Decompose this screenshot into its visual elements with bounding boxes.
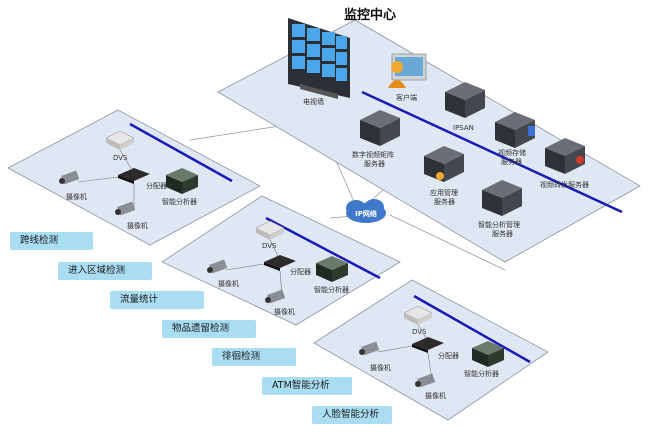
feature-object-left: 物品遗留检测 xyxy=(162,320,256,338)
site-2-camera1-label: 摄像机 xyxy=(218,279,239,288)
site-2-bus xyxy=(265,216,381,280)
ipsan-icon xyxy=(445,82,485,118)
site-1-analyzer-icon xyxy=(166,168,198,194)
site-3-camera1-icon xyxy=(359,341,380,356)
site-3-splitter-label: 分配器 xyxy=(438,351,459,360)
site-3-splitter-icon xyxy=(412,337,444,353)
site-2-dvs-label: DVS xyxy=(262,242,277,250)
feature-face: 人脸智能分析 xyxy=(312,406,392,424)
forward-server-label: 视频转发服务器 xyxy=(540,180,589,189)
video-wall-label: 电视墙 xyxy=(303,97,324,106)
feature-cross-line: 跨线检测 xyxy=(10,232,93,250)
storage-label-1: 视频存储 xyxy=(498,148,526,157)
app-mgmt-label-2: 服务器 xyxy=(434,197,455,206)
site-2-splitter-icon xyxy=(264,255,296,271)
site-3-camera2-label: 摄像机 xyxy=(425,391,446,400)
link-site3-network xyxy=(389,214,506,271)
site-3-dvs-icon xyxy=(403,305,433,325)
feature-atm: ATM智能分析 xyxy=(262,377,352,395)
site-1-camera1-label: 摄像机 xyxy=(66,192,87,201)
site-2-camera1-icon xyxy=(207,259,228,274)
site-2-camera2-icon xyxy=(265,289,286,304)
ia-mgmt-label-1: 智能分析管理 xyxy=(478,220,520,229)
data-server-label-1: 数字视频矩阵 xyxy=(352,150,394,159)
site-1-analyzer-label: 智能分析器 xyxy=(162,197,197,206)
site-2-splitter-label: 分配器 xyxy=(290,267,311,276)
site-1-camera1-icon xyxy=(59,170,80,185)
site-1-camera2-icon xyxy=(115,201,136,216)
site-2-camera2-label: 摄像机 xyxy=(274,307,295,316)
client-label: 客户端 xyxy=(396,93,417,102)
storage-server-icon xyxy=(495,112,535,148)
site-3-panel xyxy=(313,279,549,421)
site-2-analyzer-label: 智能分析器 xyxy=(314,285,349,294)
ipsan-label: IPSAN xyxy=(453,124,474,132)
site-3-bus xyxy=(413,294,531,364)
site-1-camera2-label: 摄像机 xyxy=(127,221,148,230)
site-1-wires xyxy=(77,149,135,208)
site-2-analyzer-icon xyxy=(316,256,348,282)
site-2-wires xyxy=(225,239,283,297)
site-1-dvs-icon xyxy=(105,130,135,150)
center-bus xyxy=(361,90,623,214)
site-3-camera2-icon xyxy=(415,373,436,388)
site-1-dvs-label: DVS xyxy=(113,154,128,162)
forward-server-icon xyxy=(545,138,585,174)
site-1-bus xyxy=(129,122,233,183)
center-title: 监控中心 xyxy=(344,7,396,23)
feature-area-entry: 进入区域检测 xyxy=(58,262,152,280)
data-server-label-2: 服务器 xyxy=(364,159,385,168)
storage-label-2: 服务器 xyxy=(501,157,522,166)
site-3-camera1-label: 摄像机 xyxy=(370,363,391,372)
ia-mgmt-server-icon xyxy=(482,180,522,216)
site-2-dvs-icon xyxy=(255,220,285,240)
feature-flow-count: 流量统计 xyxy=(110,291,204,309)
site-3-dvs-label: DVS xyxy=(412,328,427,336)
site-1-splitter-icon xyxy=(118,168,150,184)
feature-loitering: 徘徊检测 xyxy=(212,348,296,366)
video-wall-icon xyxy=(288,18,350,99)
ia-mgmt-label-2: 服务器 xyxy=(492,229,513,238)
site-3-analyzer-icon xyxy=(472,341,504,367)
client-icon xyxy=(388,53,427,88)
data-server-icon xyxy=(360,110,400,146)
site-3-analyzer-label: 智能分析器 xyxy=(464,369,499,378)
site-1-splitter-label: 分配器 xyxy=(146,181,167,190)
ip-network-label: IP网络 xyxy=(355,209,377,218)
site-3-wires xyxy=(377,324,433,381)
app-mgmt-server-icon xyxy=(424,146,464,182)
app-mgmt-label-1: 应用管理 xyxy=(430,188,458,197)
ip-network-cloud-icon xyxy=(346,199,386,223)
